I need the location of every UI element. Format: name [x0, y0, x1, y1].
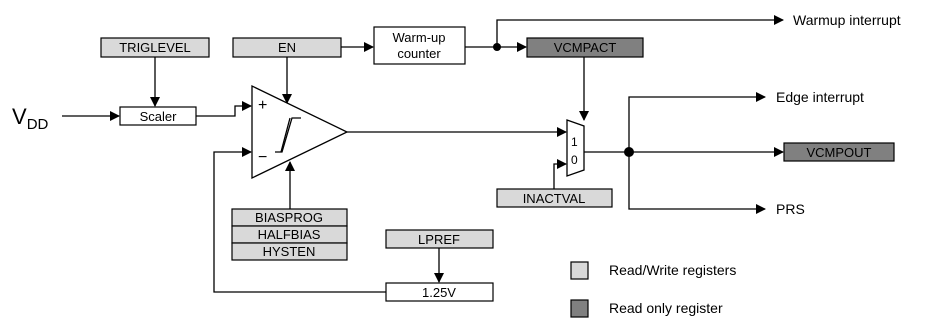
- vdd-subscript: DD: [27, 116, 49, 133]
- comparator-triangle: [251, 84, 349, 180]
- legend-rw-label: Read/Write registers: [609, 262, 736, 278]
- output-mux: [566, 119, 585, 177]
- halfbias-label: HALFBIAS: [258, 227, 321, 242]
- prs-line: [628, 152, 766, 214]
- hysteresis-symbol: [275, 117, 301, 153]
- warmup-counter-line2: counter: [397, 46, 441, 61]
- inactval-to-mux-line: [553, 159, 567, 189]
- comparator-plus-sign: +: [258, 97, 267, 114]
- warmup-counter-line1: Warm-up: [393, 30, 446, 45]
- scaler-to-comparator-line: [196, 101, 252, 117]
- reference-voltage-label: 1.25V: [422, 285, 456, 300]
- vcmpact-label: VCMPACT: [554, 40, 617, 55]
- inactval-label: INACTVAL: [523, 191, 586, 206]
- warmup-counter-block: [373, 26, 466, 65]
- hysten-register: [231, 242, 348, 261]
- legend-rw-swatch: [570, 261, 589, 280]
- comparator-minus-sign: −: [258, 149, 267, 166]
- prs-label: PRS: [776, 201, 805, 217]
- hysteresis-symbol-inner: [280, 117, 291, 153]
- biasprog-label: BIASPROG: [255, 210, 323, 225]
- legend-ro-label: Read only register: [609, 300, 723, 316]
- vcmpact-register: [526, 37, 644, 58]
- en-label: EN: [278, 40, 296, 55]
- warmup-interrupt-line: [496, 15, 784, 47]
- mux-input-0-label: 0: [571, 153, 578, 167]
- vdd-label: VDD: [12, 104, 49, 133]
- vcmpout-label: VCMPOUT: [807, 145, 872, 160]
- hysten-label: HYSTEN: [263, 244, 316, 259]
- lpref-label: LPREF: [418, 232, 460, 247]
- reference-to-comparator-line: [213, 147, 386, 293]
- edge-interrupt-label: Edge interrupt: [776, 89, 864, 105]
- mux-input-1-label: 1: [571, 135, 578, 149]
- triglevel-label: TRIGLEVEL: [119, 40, 191, 55]
- edge-interrupt-line: [628, 92, 766, 152]
- legend-ro-swatch: [570, 299, 589, 318]
- warmup-interrupt-label: Warmup interrupt: [793, 12, 901, 28]
- vcmpout-register: [783, 142, 895, 162]
- scaler-label: Scaler: [140, 109, 178, 124]
